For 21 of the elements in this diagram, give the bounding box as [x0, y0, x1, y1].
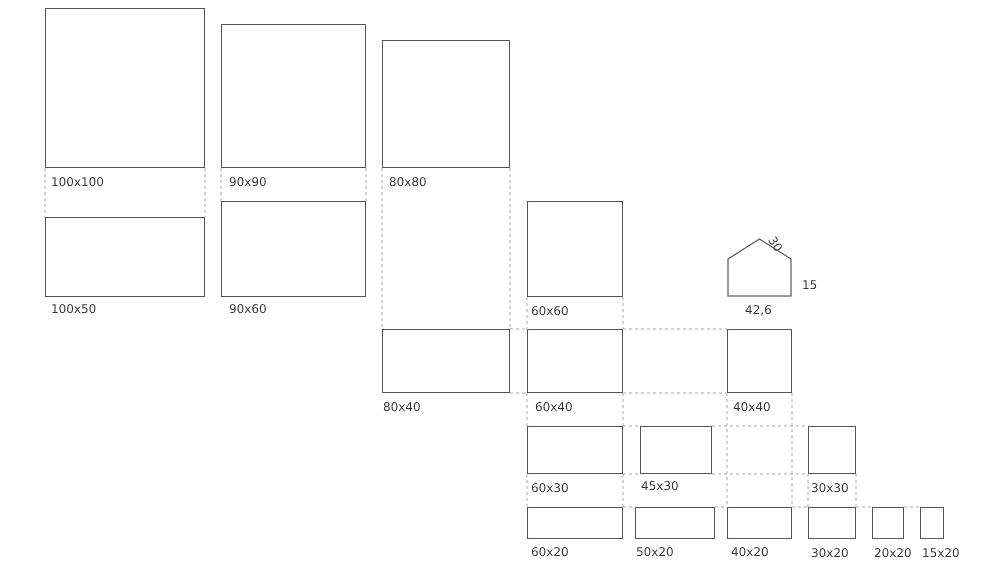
dimension-label: 15: [802, 278, 818, 292]
size-label: 60x30: [531, 481, 569, 495]
size-label: 80x80: [389, 175, 427, 189]
size-label: 40x40: [733, 400, 771, 414]
size-label: 90x60: [229, 302, 267, 316]
size-label: 40x20: [731, 545, 769, 559]
size-label: 15x20: [922, 546, 960, 560]
size-label: 60x40: [535, 400, 573, 414]
size-label: 60x20: [531, 545, 569, 559]
size-label: 100x50: [51, 302, 96, 316]
size-label: 45x30: [641, 479, 679, 493]
size-label: 20x20: [874, 546, 912, 560]
size-label: 50x20: [636, 545, 674, 559]
dimension-label: 42,6: [745, 303, 772, 317]
dimension-label: 30: [765, 234, 786, 254]
size-label: 30x30: [811, 481, 849, 495]
size-label: 100x100: [51, 175, 104, 189]
size-label: 60x60: [531, 304, 569, 318]
size-label: 90x90: [229, 175, 267, 189]
size-label: 80x40: [383, 400, 421, 414]
size-label: 30x20: [811, 546, 849, 560]
